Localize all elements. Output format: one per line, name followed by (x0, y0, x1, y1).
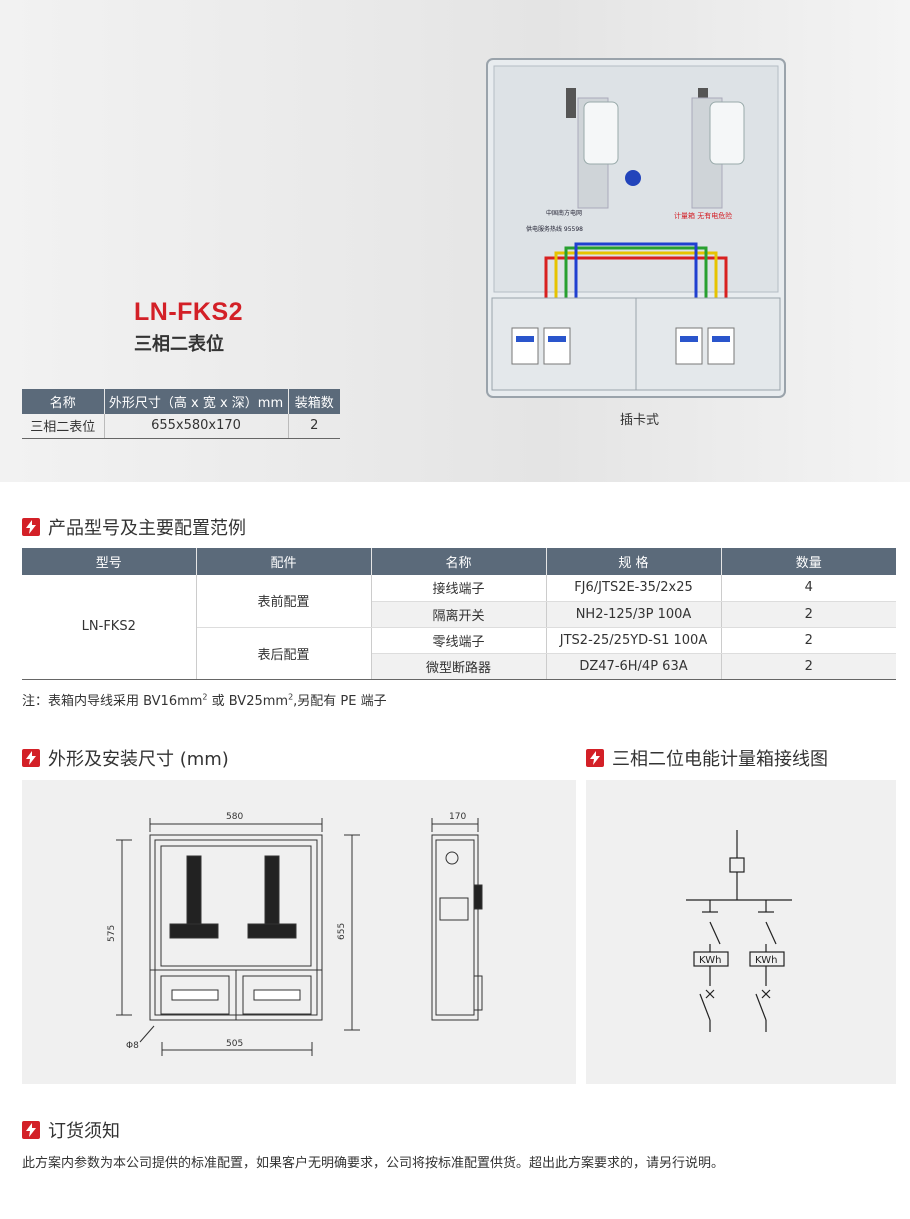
photo-label-1: 中国南方电网 (546, 209, 582, 217)
wiring-section-heading: 三相二位电能计量箱接线图 (586, 745, 828, 771)
table-cell: FJ6/JTS2E-35/2x25 (546, 575, 722, 602)
table-row: 表后配置 零线端子 JTS2-25/25YD-S1 100A 2 (22, 627, 896, 680)
wiring-panel: KWh KWh (586, 780, 896, 1084)
model-subtitle: 三相二表位 (134, 334, 224, 355)
note-text: 注：表箱内导线采用 BV16mm (22, 694, 203, 709)
config-note: 注：表箱内导线采用 BV16mm2 或 BV25mm2,另配有 PE 端子 (22, 690, 387, 709)
dim-hole: Φ8 (126, 1041, 139, 1051)
section-title: 三相二位电能计量箱接线图 (612, 749, 828, 770)
table-header: 名称 (22, 389, 105, 414)
note-superscript: 2 (288, 692, 294, 702)
lightning-icon (22, 518, 40, 536)
table-cell: 三相二表位 (22, 414, 105, 439)
table-cell: 微型断路器 (371, 653, 547, 680)
accessory-cell: 表后配置 (196, 627, 372, 680)
table-header: 型号 (22, 548, 197, 575)
dim-width: 580 (226, 812, 243, 822)
table-cell: 接线端子 (371, 575, 547, 602)
photo-warning: 计量箱 无有电危险 (674, 211, 732, 220)
wiring-diagram: KWh KWh (686, 830, 792, 1032)
lightning-icon (586, 749, 604, 767)
dims-section-heading: 外形及安装尺寸 (mm) (22, 745, 229, 771)
meter-label: KWh (755, 955, 777, 966)
table-cell: 隔离开关 (371, 601, 547, 628)
table-cell: 2 (721, 653, 896, 680)
table-header: 装箱数 (288, 389, 340, 414)
config-section-heading: 产品型号及主要配置范例 (22, 514, 246, 540)
summary-table: 名称 外形尺寸（高 x 宽 x 深）mm 装箱数 三相二表位 655x580x1… (22, 389, 340, 439)
order-text: 此方案内参数为本公司提供的标准配置，如果客户无明确要求，公司将按标准配置供货。超… (22, 1156, 725, 1171)
note-superscript: 2 (202, 692, 208, 702)
model-cell: LN-FKS2 (22, 575, 197, 680)
table-header: 配件 (196, 548, 372, 575)
dimension-panel: 580 170 575 655 505 Φ8 (22, 780, 576, 1084)
dim-inner-height: 575 (107, 925, 117, 942)
photo-caption: 插卡式 (620, 413, 660, 428)
table-header-row: 型号 配件 名称 规 格 数量 (22, 548, 896, 575)
model-title: LN-FKS2 (134, 298, 244, 326)
table-cell: 4 (721, 575, 896, 602)
table-row: LN-FKS2 表前配置 接线端子 FJ6/JTS2E-35/2x25 4 (22, 575, 896, 680)
photo-label-2: 供电服务热线 95598 (526, 225, 583, 233)
table-cell: 2 (721, 601, 896, 628)
accessory-cell: 表前配置 (196, 575, 372, 628)
table-header: 外形尺寸（高 x 宽 x 深）mm (104, 389, 289, 414)
meter-label: KWh (699, 955, 721, 966)
lightning-icon (22, 1121, 40, 1139)
dim-bottom: 505 (226, 1039, 243, 1049)
table-header: 数量 (721, 548, 896, 575)
table-cell: JTS2-25/25YD-S1 100A (546, 627, 722, 654)
config-table: 型号 配件 名称 规 格 数量 LN-FKS2 表前配置 接线端子 FJ6/JT… (22, 548, 896, 680)
note-text: 或 BV25mm (207, 694, 289, 709)
product-photo: 中国南方电网 供电服务热线 95598 计量箱 无有电危险 (486, 58, 786, 398)
table-cell: NH2-125/3P 100A (546, 601, 722, 628)
table-row: 微型断路器 DZ47-6H/4P 63A 2 (22, 653, 896, 680)
note-text: ,另配有 PE 端子 (293, 694, 387, 709)
table-header: 规 格 (546, 548, 722, 575)
table-cell: 2 (288, 414, 340, 439)
dim-height: 655 (337, 923, 347, 940)
section-title: 外形及安装尺寸 (mm) (48, 749, 229, 770)
table-cell: 2 (721, 627, 896, 654)
table-row: 三相二表位 655x580x170 2 (22, 414, 340, 439)
table-row: 隔离开关 NH2-125/3P 100A 2 (22, 601, 896, 628)
table-cell: 零线端子 (371, 627, 547, 654)
order-section-heading: 订货须知 (22, 1117, 120, 1143)
table-cell: 655x580x170 (104, 414, 289, 439)
table-header-row: 名称 外形尺寸（高 x 宽 x 深）mm 装箱数 (22, 389, 340, 414)
section-title: 产品型号及主要配置范例 (48, 518, 246, 539)
dimension-drawing: 580 170 575 655 505 Φ8 (107, 812, 483, 1056)
section-title: 订货须知 (48, 1121, 120, 1142)
table-header: 名称 (371, 548, 547, 575)
lightning-icon (22, 749, 40, 767)
table-cell: DZ47-6H/4P 63A (546, 653, 722, 680)
dim-depth: 170 (449, 812, 466, 822)
